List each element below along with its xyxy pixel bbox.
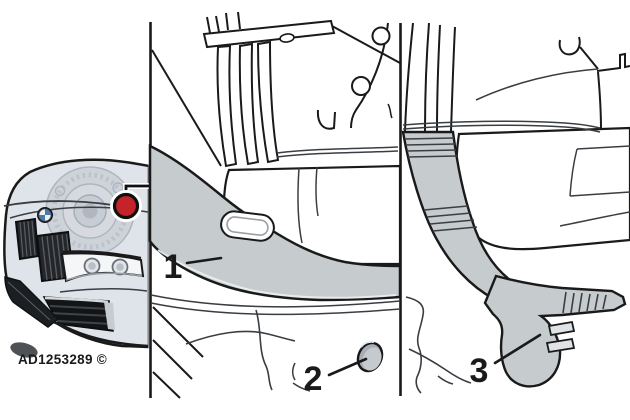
callout-labels: 1 2 3 — [164, 248, 542, 398]
charge-tube-right — [454, 126, 630, 251]
leader-line-1 — [185, 256, 223, 265]
ground-shadow — [10, 342, 38, 358]
hose-slot — [220, 210, 275, 242]
bumper-crease — [59, 288, 148, 293]
tube-lines — [216, 40, 280, 168]
grommet-part-2 — [356, 340, 384, 373]
callout-marker — [110, 183, 149, 222]
bolt-head — [279, 33, 295, 43]
front-splitter — [4, 276, 60, 328]
spout-notches — [545, 320, 576, 354]
leader-line-2 — [327, 357, 368, 377]
mount-bracket — [202, 19, 336, 49]
bumper-bottom-edge — [57, 321, 149, 348]
part-label-3: 3 — [470, 352, 489, 390]
leader-line-3 — [493, 333, 542, 365]
drain-clip-part-3 — [483, 274, 627, 388]
hose-part-1 — [148, 144, 402, 302]
detail-panel-drain — [401, 22, 630, 394]
callout-halo — [110, 190, 142, 222]
detail-panel-hose — [148, 11, 402, 399]
bmw-badge — [37, 207, 53, 223]
hose-highlight — [157, 249, 397, 299]
part-label-2: 2 — [304, 360, 323, 398]
callout-dot-icon — [112, 192, 140, 220]
headlight — [60, 250, 145, 283]
panel-hole — [351, 76, 371, 96]
part-label-1: 1 — [164, 248, 183, 286]
kidney-grille-left — [14, 217, 40, 261]
panel-hole — [371, 26, 391, 46]
air-intake — [42, 296, 115, 332]
watermark-text: AD1253289 © — [18, 352, 107, 367]
